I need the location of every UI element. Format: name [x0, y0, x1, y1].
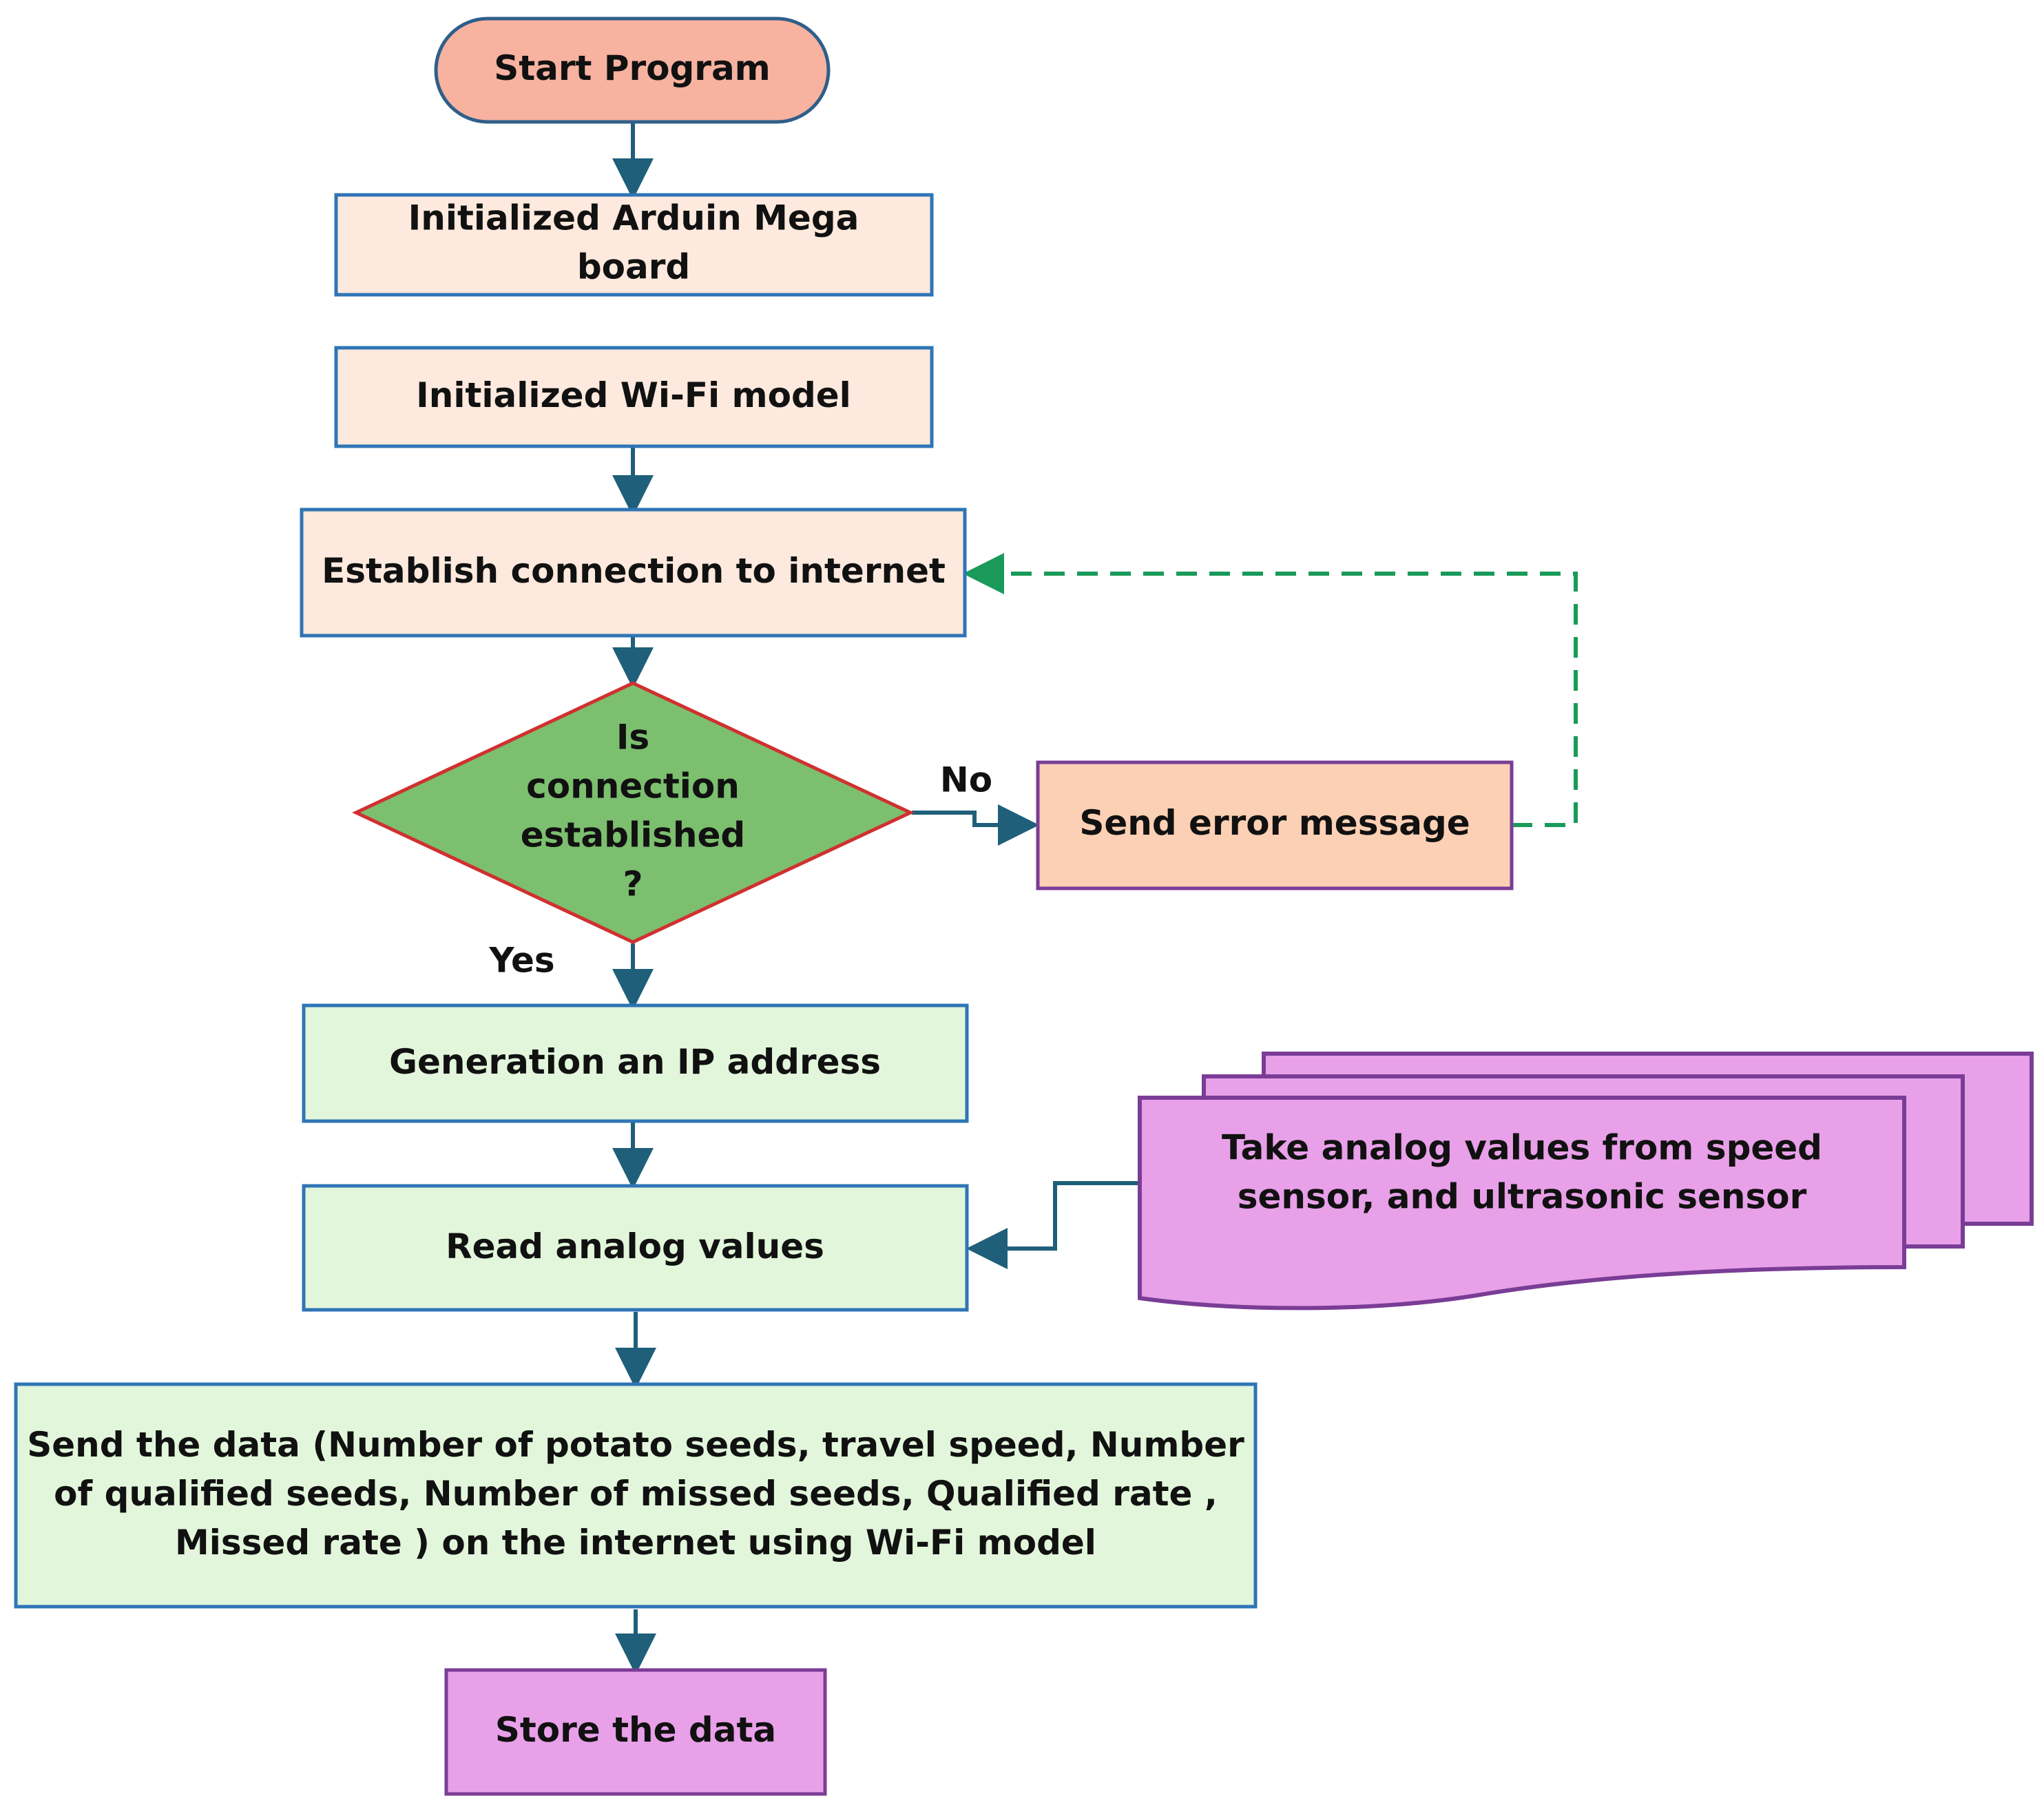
init-wifi-box: [334, 346, 934, 448]
error-box: [1036, 760, 1514, 890]
no-label: No: [940, 760, 992, 800]
gen-ip-label-line: Generation an IP address: [389, 1042, 881, 1082]
init-wifi-label: Initialized Wi-Fi model: [416, 375, 851, 415]
start-label: Start Program: [494, 48, 771, 88]
init-wifi-label-line: Initialized Wi-Fi model: [416, 375, 851, 415]
establish-box: [300, 508, 967, 638]
read-analog-label: Read analog values: [446, 1227, 824, 1266]
gen-ip-box: [302, 1003, 969, 1123]
send-data-box: [14, 1382, 1258, 1609]
init-wifi-node: Initialized Wi-Fi model: [334, 346, 934, 448]
read-analog-box: [302, 1184, 969, 1312]
store-label: Store the data: [495, 1710, 776, 1750]
error-node: Send error message: [1036, 760, 1514, 890]
init-arduino-label: Initialized Arduin Mega board: [408, 198, 859, 286]
sensors-label: Take analog values from speed sensor, and…: [1222, 1127, 1822, 1216]
connectors: [612, 123, 1578, 1675]
store-label-line: Store the data: [495, 1710, 776, 1750]
init-arduino-label-line: board: [577, 247, 690, 286]
decision-label-line: established: [521, 815, 745, 855]
error-label: Send error message: [1079, 803, 1470, 843]
send-data-node: Send the data (Number of potato seeds, t…: [14, 1382, 1258, 1609]
decision-label-line: Is: [616, 717, 649, 757]
decision-node: Is connection established?: [352, 681, 915, 944]
init-arduino-label-line: Initialized Arduin Mega: [408, 198, 859, 238]
send-data-label-line: of qualified seeds, Number of missed see…: [54, 1474, 1218, 1514]
error-label-line: Send error message: [1079, 803, 1470, 843]
read-analog-label-line: Read analog values: [446, 1227, 824, 1266]
decision-label-line: connection: [526, 766, 740, 806]
arrow-sensors-to-read: [966, 1181, 1140, 1269]
init-arduino-node: Initialized Arduin Mega board: [334, 193, 934, 297]
store-node: Store the data: [444, 1668, 827, 1796]
start-label-line: Start Program: [494, 48, 771, 88]
gen-ip-node: Generation an IP address: [302, 1003, 969, 1123]
start-node: Start Program: [434, 17, 831, 124]
decision-label-line: ?: [623, 864, 643, 904]
sensors-doc-front: [1138, 1096, 1906, 1311]
init-arduino-box: [334, 193, 934, 297]
yes-label: Yes: [488, 941, 554, 981]
decision-label: Is connection established?: [521, 717, 745, 904]
start-shape: [434, 17, 831, 124]
send-data-label-line: Missed rate ) on the internet using Wi-F…: [175, 1523, 1096, 1563]
read-analog-node: Read analog values: [302, 1184, 969, 1312]
store-box: [444, 1668, 827, 1796]
arrow-decision-no-to-error: [912, 804, 1039, 846]
gen-ip-label: Generation an IP address: [389, 1042, 881, 1082]
establish-label-line: Establish connection to internet: [322, 551, 946, 591]
decision-diamond: [352, 681, 915, 944]
sensors-node: Take analog values from speed sensor, and…: [1138, 1052, 2034, 1311]
establish-label: Establish connection to internet: [322, 551, 946, 591]
establish-node: Establish connection to internet: [300, 508, 967, 638]
sensors-label-line: sensor, and ultrasonic sensor: [1238, 1176, 1807, 1216]
send-data-label: Send the data (Number of potato seeds, t…: [27, 1425, 1244, 1563]
send-data-label-line: Send the data (Number of potato seeds, t…: [27, 1425, 1244, 1465]
sensors-label-line: Take analog values from speed: [1222, 1127, 1822, 1167]
